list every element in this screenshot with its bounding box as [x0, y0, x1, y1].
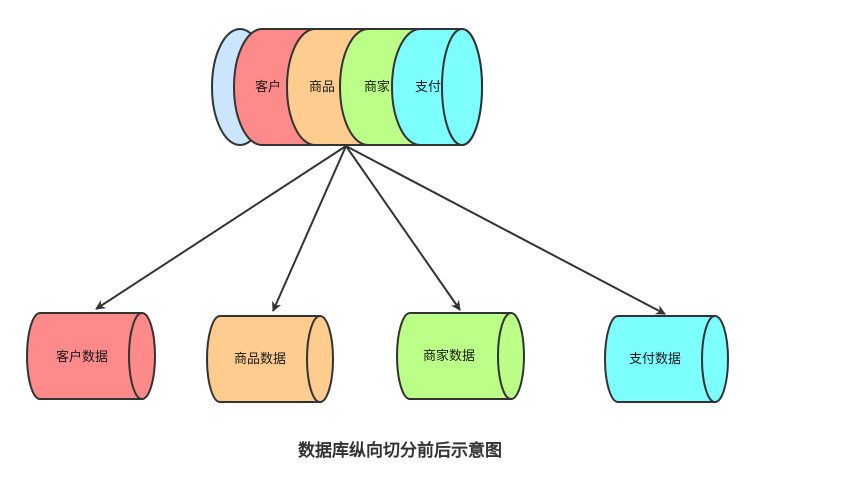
target-db-product: 商品数据 [206, 315, 334, 403]
target-db-product-cap [306, 315, 334, 403]
target-db-merchant-label: 商家数据 [423, 348, 475, 364]
target-db-merchant-cap [497, 312, 525, 400]
target-db-product-label: 商品数据 [234, 352, 286, 367]
arrow-to-merchant-db [345, 145, 461, 311]
target-db-payment: 支付数据 [604, 315, 729, 403]
arrow-to-customer-db [95, 145, 347, 310]
arrow-to-product-db [272, 145, 347, 312]
source-db-label-customer: 客户 [255, 79, 281, 95]
target-db-product-body [206, 315, 321, 403]
source-db-label-merchant: 商家 [364, 79, 390, 95]
target-db-merchant: 商家数据 [396, 312, 525, 400]
target-db-merchant-body [396, 312, 512, 400]
diagram-caption: 数据库纵向切分前后示意图 [298, 441, 502, 461]
target-db-customer-body [26, 312, 143, 400]
source-database: 客户 商品 商家 支付 [211, 28, 483, 146]
arrow-to-payment-db [345, 145, 666, 315]
target-db-payment-body [604, 315, 716, 403]
target-db-customer-label: 客户数据 [56, 349, 108, 365]
target-db-payment-cap [701, 315, 729, 403]
source-db-right-cap [441, 28, 483, 146]
source-db-label-product: 商品 [309, 80, 335, 95]
target-db-customer-cap [128, 312, 156, 400]
target-db-customer: 客户数据 [26, 312, 156, 400]
source-db-label-payment: 支付 [415, 80, 441, 95]
target-db-payment-label: 支付数据 [629, 352, 681, 367]
split-arrows [95, 145, 666, 315]
